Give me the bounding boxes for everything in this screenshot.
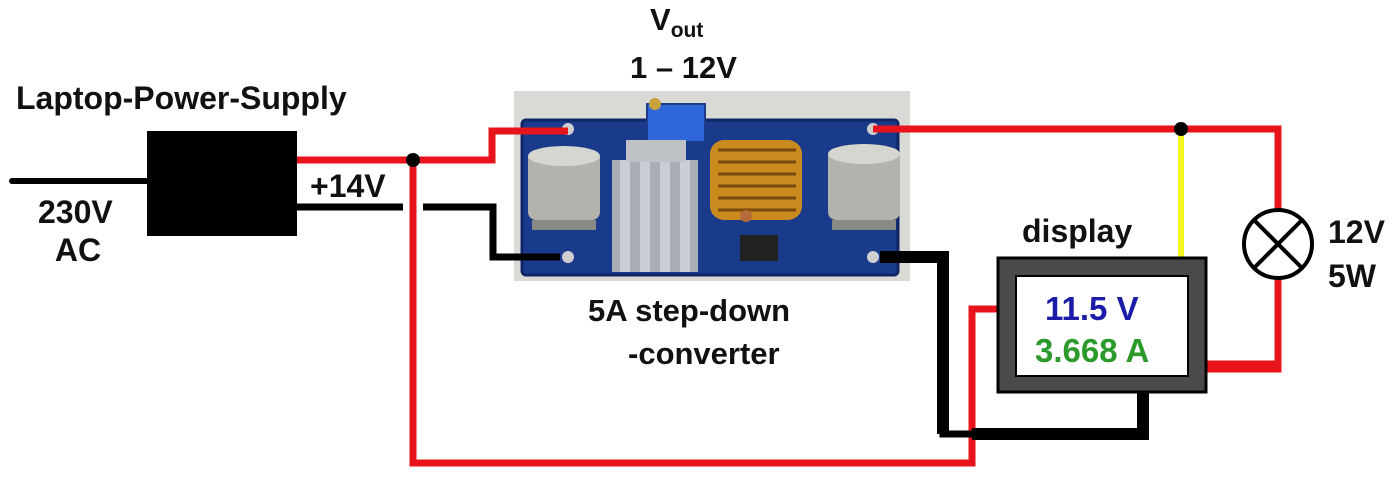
capacitor-left bbox=[528, 146, 600, 230]
junction-dot-output bbox=[1174, 122, 1188, 136]
display-current-reading: 3.668 A bbox=[1035, 332, 1150, 369]
display-voltage-reading: 11.5 V bbox=[1045, 290, 1139, 327]
junction-dot-input bbox=[406, 153, 420, 167]
display-meter bbox=[996, 256, 1208, 394]
negative-display-lead bbox=[972, 392, 1149, 440]
ac-type-label: AC bbox=[54, 232, 102, 268]
power-supply-box bbox=[147, 131, 297, 236]
negative-output-lead bbox=[880, 251, 949, 434]
lamp-symbol bbox=[1242, 208, 1314, 280]
inductor bbox=[710, 140, 802, 222]
heatsink bbox=[612, 140, 698, 272]
vout-subscript: out bbox=[670, 19, 704, 42]
capacitor-right bbox=[828, 144, 900, 230]
converter-label-line1: 5A step-down bbox=[588, 293, 791, 328]
converter-label-line2: -converter bbox=[628, 336, 780, 371]
power-supply-label: Laptop-Power-Supply bbox=[16, 80, 347, 116]
dc-voltage-label: +14V bbox=[310, 168, 386, 204]
vout-symbol: V bbox=[650, 2, 671, 37]
converter-board bbox=[514, 91, 910, 281]
vout-range-label: 1 – 12V bbox=[630, 50, 737, 85]
display-title: display bbox=[1022, 213, 1133, 249]
vout-label: Vout bbox=[650, 2, 703, 43]
lamp-voltage-label: 12V bbox=[1328, 214, 1385, 250]
ac-voltage-label: 230V bbox=[38, 194, 113, 230]
lamp-power-label: 5W bbox=[1328, 258, 1376, 294]
